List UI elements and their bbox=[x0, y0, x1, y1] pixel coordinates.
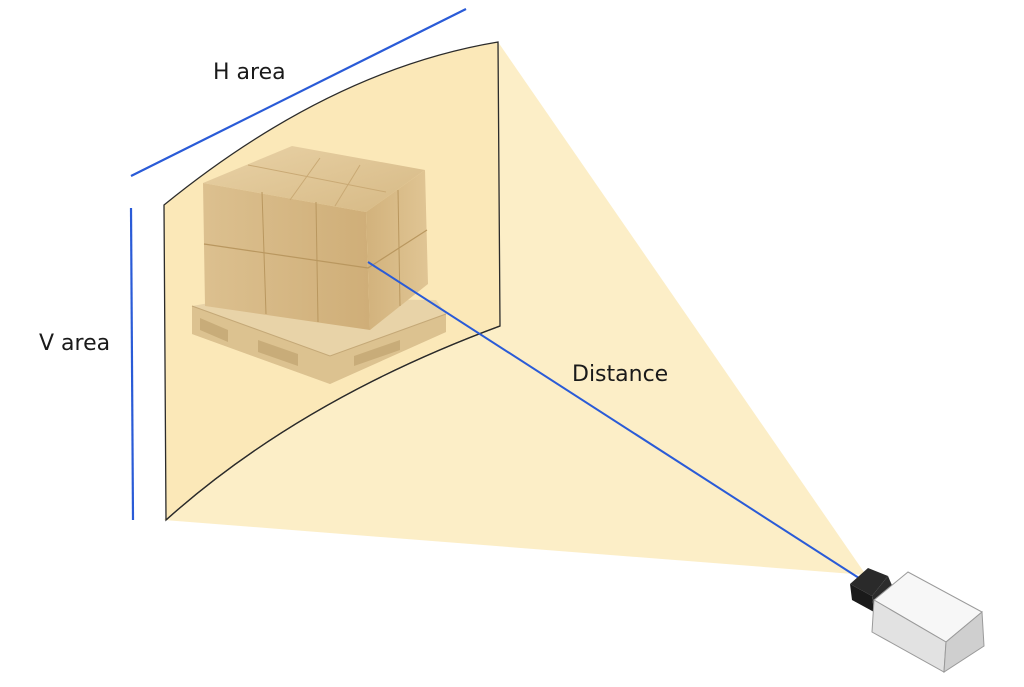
h-area-label: H area bbox=[213, 60, 286, 85]
distance-label: Distance bbox=[572, 362, 669, 387]
v-area-line bbox=[129, 207, 135, 521]
distance-line bbox=[367, 261, 863, 581]
fov-cone bbox=[164, 42, 866, 575]
camera-icon bbox=[850, 568, 985, 673]
v-area-label: V area bbox=[39, 331, 111, 356]
projection-edge-bottom bbox=[165, 325, 501, 521]
h-area-line bbox=[130, 8, 467, 177]
